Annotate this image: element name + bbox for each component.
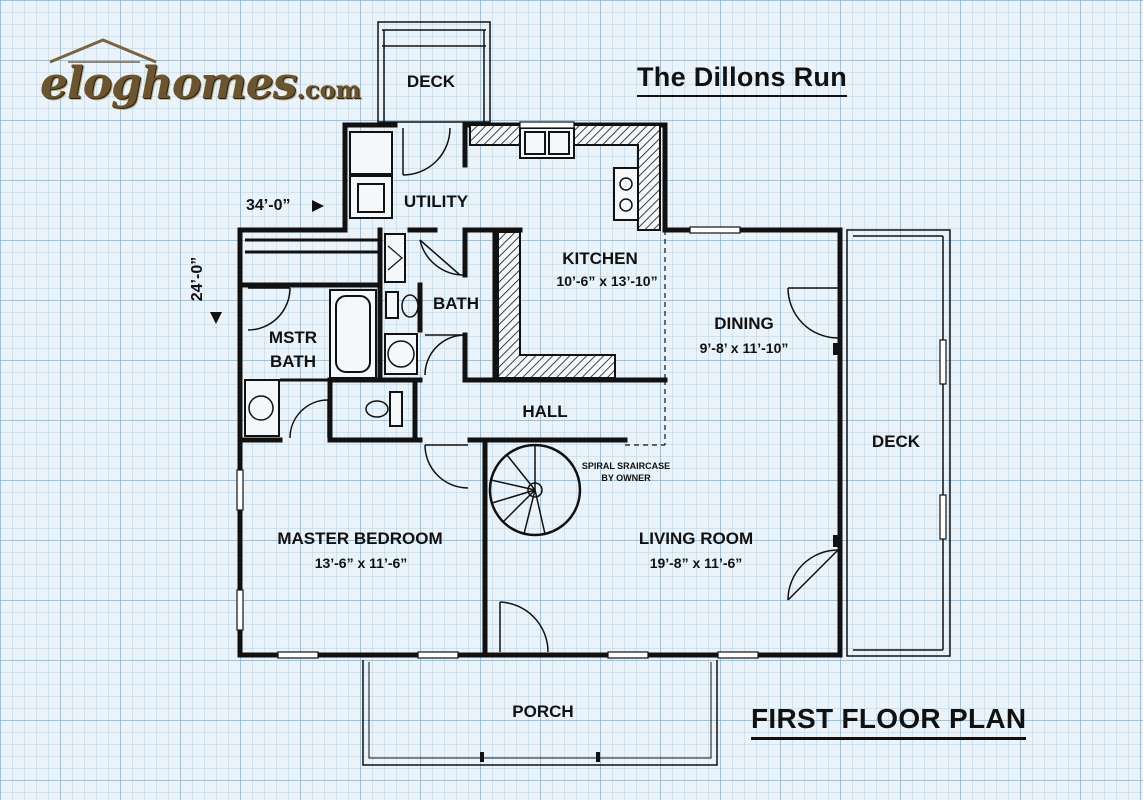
site-logo: eloghomes.com	[40, 36, 361, 111]
master-bedroom-label: MASTER BEDROOM	[277, 529, 443, 548]
living-room-label: LIVING ROOM	[638, 529, 754, 548]
dashed-openings	[625, 230, 666, 446]
dining-label: DINING	[714, 314, 774, 333]
bath-label: BATH	[433, 294, 479, 313]
living-room-size: 19’-8” x 11’-6”	[649, 555, 743, 571]
doors	[247, 127, 841, 653]
logo-wordmark: eloghomes.com	[40, 58, 361, 109]
kitchen-label: KITCHEN	[562, 249, 638, 268]
top-deck-structure	[377, 21, 491, 123]
deck-right-label: DECK	[871, 432, 921, 451]
bath-fixtures	[244, 233, 419, 437]
kitchen-counters	[469, 124, 661, 379]
spiral-stair-note-line1: SPIRAL SRAIRCASE	[581, 461, 671, 471]
plan-subtitle: FIRST FLOOR PLAN	[751, 703, 1027, 740]
depth-arrow-icon	[210, 312, 222, 324]
master-bedroom-size: 13’-6” x 11’-6”	[314, 555, 408, 571]
spiral-stair-note: SPIRAL SRAIRCASE BY OWNER	[582, 460, 670, 484]
plan-title: The Dillons Run	[637, 62, 847, 97]
logo-name: eloghomes	[40, 58, 297, 109]
windows	[236, 121, 947, 659]
depth-dimension-label: 24’-0”	[189, 256, 207, 302]
right-deck-structure	[846, 229, 951, 657]
hall-label: HALL	[522, 402, 568, 421]
porch-structure	[362, 660, 718, 766]
utility-appliances	[349, 131, 393, 219]
logo-tld: .com	[296, 75, 361, 104]
deck-top-label: DECK	[406, 72, 456, 91]
interior-walls	[237, 122, 668, 658]
logo-roof-icon	[49, 38, 157, 64]
exterior-walls	[237, 122, 843, 658]
mstr-bath-label-line1: MSTR	[268, 328, 318, 347]
porch-label: PORCH	[512, 702, 574, 721]
spiral-stair-note-line2: BY OWNER	[601, 473, 651, 483]
kitchen-size: 10’-6” x 13’-10”	[556, 273, 658, 289]
mstr-bath-label-line2: BATH	[270, 352, 316, 371]
width-dimension-label: 34’-0”	[246, 197, 291, 214]
utility-label: UTILITY	[403, 192, 469, 211]
width-arrow-icon	[312, 200, 324, 212]
spiral-staircase-icon	[488, 443, 582, 537]
dining-size: 9’-8’ x 11’-10”	[699, 340, 789, 356]
